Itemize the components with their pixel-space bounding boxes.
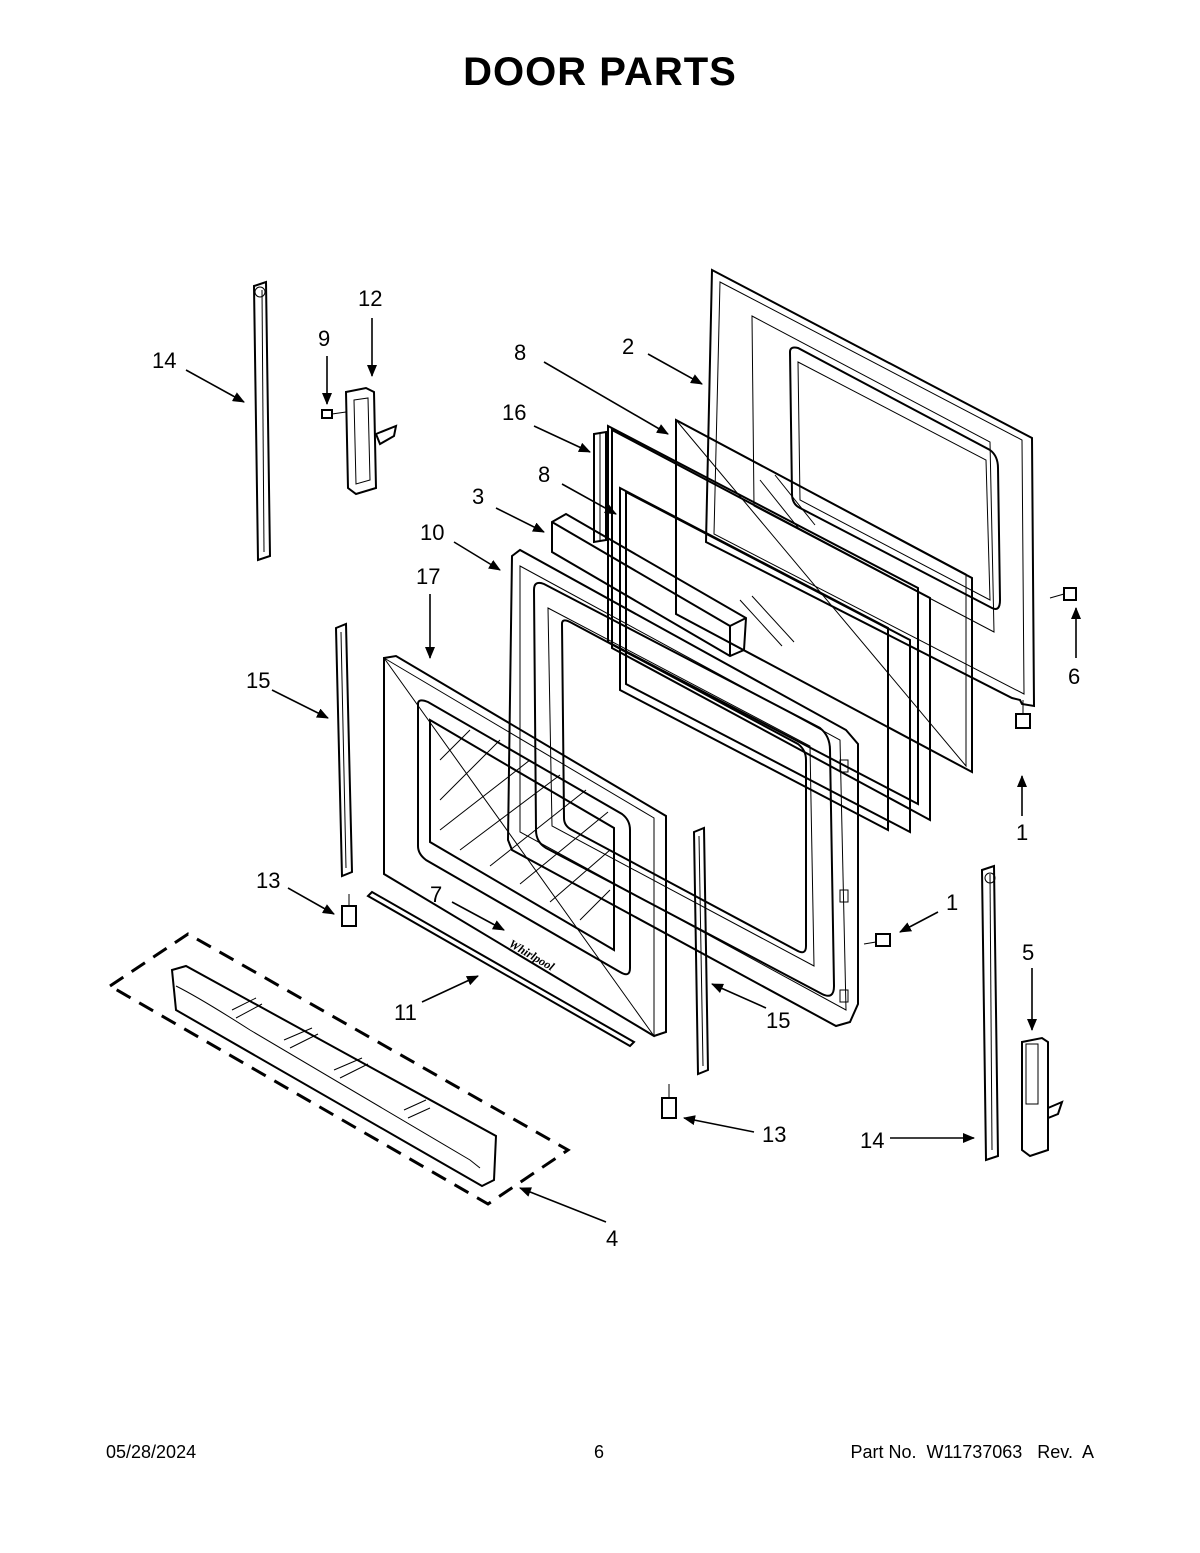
callout-14: 14 bbox=[152, 348, 176, 373]
callout-11: 11 bbox=[394, 1000, 417, 1025]
side-channel-left bbox=[334, 622, 354, 878]
callout-17: 17 bbox=[416, 564, 440, 589]
door-liner bbox=[506, 548, 859, 1028]
whirlpool-logo: Whirlpool bbox=[507, 936, 558, 973]
callout-numbers: 14 12 9 8 2 16 8 3 10 17 15 6 1 13 7 1 5… bbox=[152, 286, 1080, 1251]
footer-part-number: Part No. W11737063 Rev. A bbox=[850, 1442, 1094, 1462]
screw-6 bbox=[1049, 587, 1077, 601]
screw-1-upper bbox=[1015, 700, 1031, 729]
screw-13-left bbox=[341, 894, 357, 927]
bottom-trim bbox=[366, 890, 636, 1048]
callout-13: 13 bbox=[762, 1122, 786, 1147]
callout-7: 7 bbox=[430, 882, 442, 907]
callout-12: 12 bbox=[358, 286, 382, 311]
screw-1-lower bbox=[863, 933, 891, 947]
callout-2: 2 bbox=[622, 334, 634, 359]
callout-5: 5 bbox=[1022, 940, 1034, 965]
callout-16: 16 bbox=[502, 400, 526, 425]
callout-6: 6 bbox=[1068, 664, 1080, 689]
window-hatch bbox=[439, 729, 611, 921]
callout-4: 4 bbox=[606, 1226, 618, 1251]
hinge-receiver-left bbox=[252, 280, 272, 562]
door-handle-assembly bbox=[107, 932, 571, 1206]
leader-lines bbox=[185, 318, 1081, 1223]
callout-10: 10 bbox=[420, 520, 444, 545]
handle-vents bbox=[231, 997, 431, 1119]
middle-glass-stack bbox=[607, 424, 931, 834]
door-hinge-top bbox=[344, 386, 398, 496]
insulation-block bbox=[551, 512, 748, 658]
callout-1: 1 bbox=[946, 890, 958, 915]
screw-9 bbox=[321, 409, 347, 419]
hinge-receiver-right bbox=[980, 864, 1000, 1162]
side-channel-right bbox=[692, 826, 710, 1076]
page-title: DOOR PARTS bbox=[463, 50, 737, 94]
callout-15: 15 bbox=[246, 668, 270, 693]
callout-9: 9 bbox=[318, 326, 330, 351]
door-hinge-right bbox=[1021, 1036, 1064, 1158]
callout-3: 3 bbox=[472, 484, 484, 509]
footer-date: 05/28/2024 bbox=[106, 1442, 197, 1462]
callout-8: 8 bbox=[538, 462, 550, 487]
inner-door-panel bbox=[704, 268, 1036, 708]
glass-spacer bbox=[593, 430, 607, 544]
callout-13: 13 bbox=[256, 868, 280, 893]
callout-8: 8 bbox=[514, 340, 526, 365]
callout-1: 1 bbox=[1016, 820, 1028, 845]
footer-page-number: 6 bbox=[594, 1442, 605, 1462]
callout-15: 15 bbox=[766, 1008, 790, 1033]
callout-14: 14 bbox=[860, 1128, 884, 1153]
screw-13-right bbox=[661, 1084, 677, 1119]
